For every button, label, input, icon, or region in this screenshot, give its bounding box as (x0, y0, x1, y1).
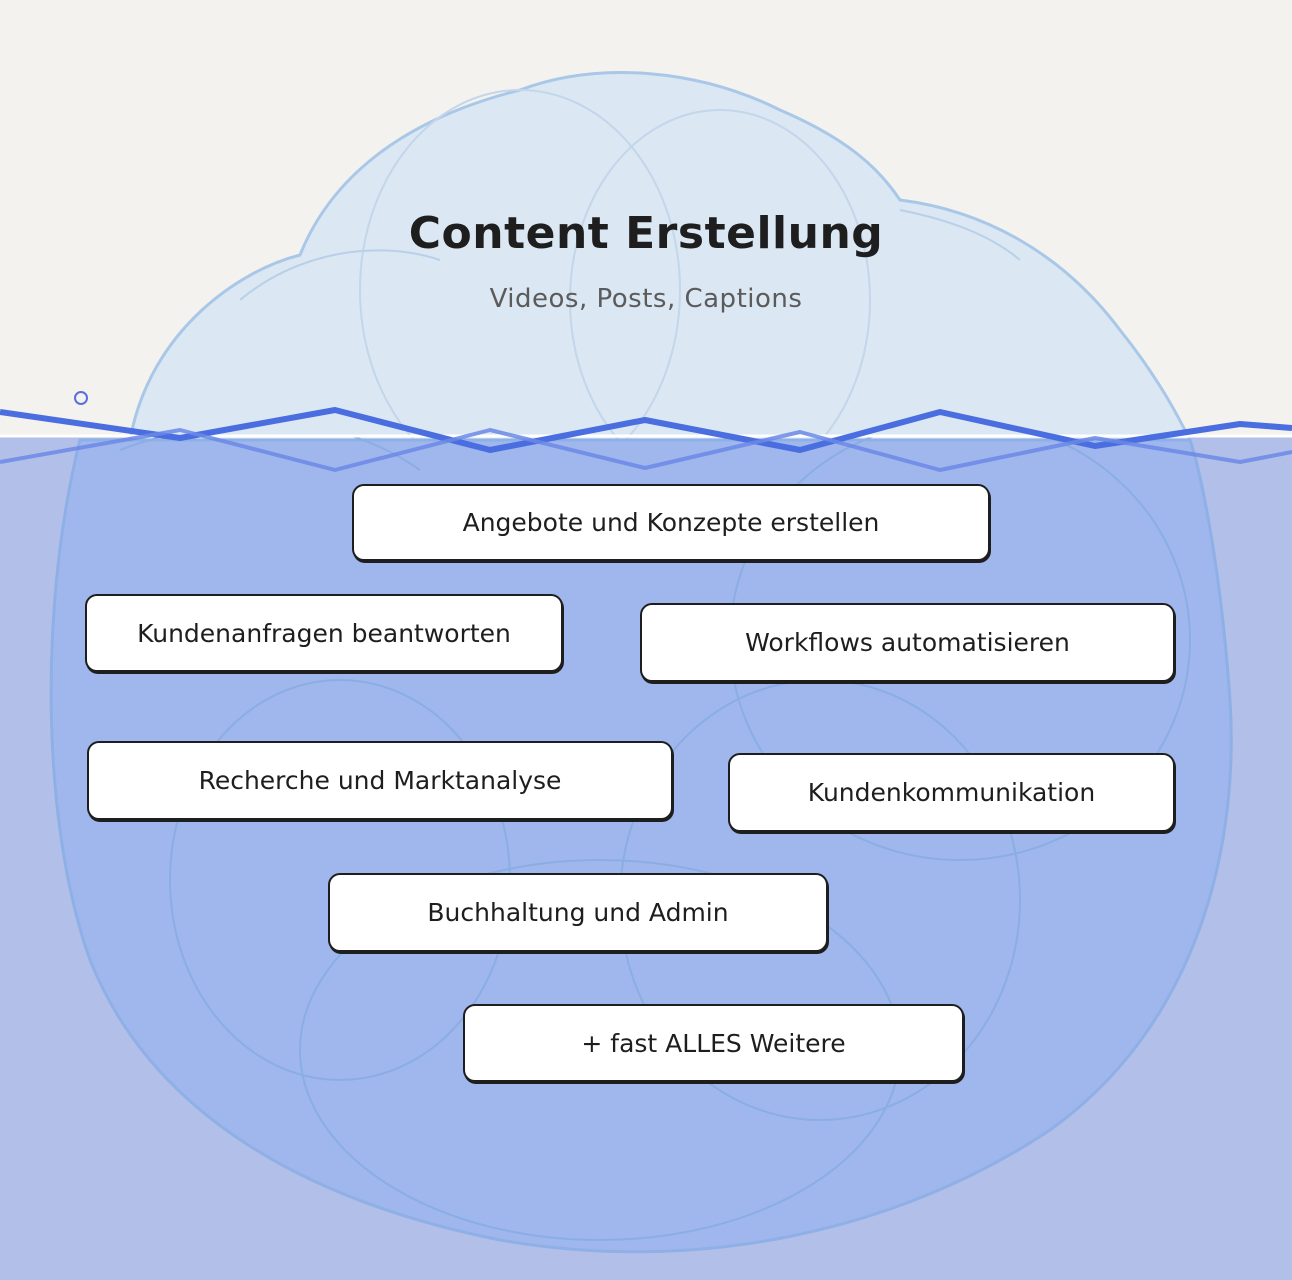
item-box-buchhaltung: Buchhaltung und Admin (328, 873, 828, 952)
item-label: Angebote und Konzepte erstellen (462, 508, 880, 537)
wave-line-top (0, 407, 1292, 453)
wave-line-bottom (0, 428, 1292, 472)
item-box-recherche: Recherche und Marktanalyse (87, 741, 673, 820)
item-label: Kundenkommunikation (807, 778, 1096, 807)
item-box-workflows: Workflows automatisieren (640, 603, 1175, 682)
item-box-kundenanfragen: Kundenanfragen beantworten (85, 594, 563, 672)
item-box-fast-alles: + fast ALLES Weitere (463, 1004, 964, 1082)
item-label: Workflows automatisieren (745, 628, 1070, 657)
item-label: + fast ALLES Weitere (581, 1028, 846, 1058)
selection-handle[interactable] (74, 391, 88, 405)
iceberg-tip-subtitle: Videos, Posts, Captions (489, 284, 803, 314)
iceberg-tip (128, 71, 1192, 440)
item-label: Kundenanfragen beantworten (137, 618, 511, 648)
iceberg-tip-title: Content Erstellung (408, 208, 884, 259)
item-label: Recherche und Marktanalyse (198, 766, 562, 795)
item-label: Buchhaltung und Admin (427, 898, 729, 927)
item-box-kundenkommunikation: Kundenkommunikation (728, 753, 1175, 832)
item-box-angebote: Angebote und Konzepte erstellen (352, 484, 990, 561)
